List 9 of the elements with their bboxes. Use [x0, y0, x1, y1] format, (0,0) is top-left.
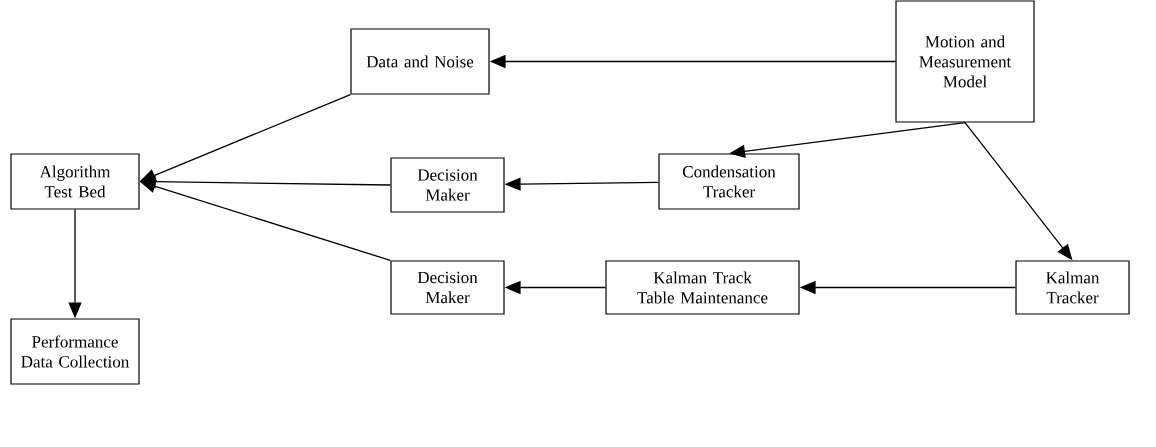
process-box: Kalman Track Table Maintenance — [605, 260, 800, 315]
process-box: Kalman Tracker — [1015, 260, 1130, 315]
process-box: Decision Maker — [390, 260, 505, 315]
process-box: Decision Maker — [390, 157, 505, 213]
process-box: Data and Noise — [350, 28, 490, 95]
process-box: Motion and Measurement Model — [895, 0, 1035, 123]
process-box: Algorithm Test Bed — [10, 153, 140, 210]
process-box: Condensation Tracker — [658, 153, 800, 210]
process-box: Performance Data Collection — [10, 318, 140, 385]
